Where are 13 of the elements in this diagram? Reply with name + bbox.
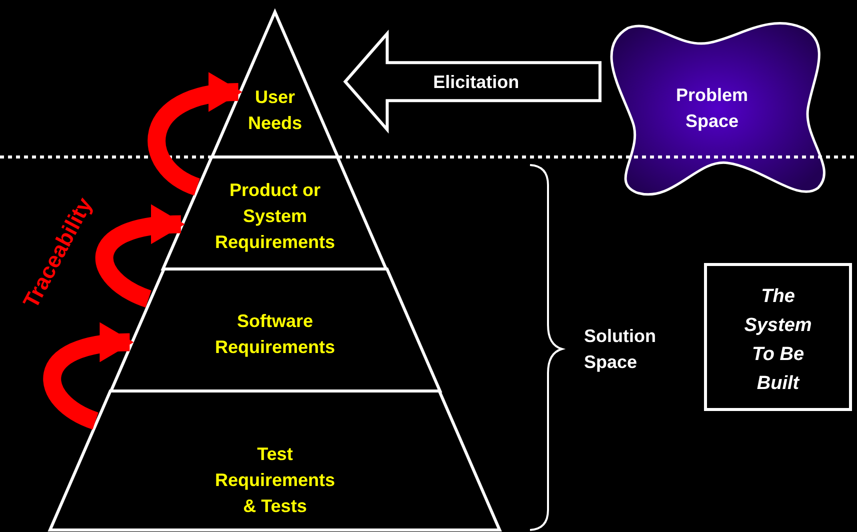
curved-arrow — [96, 206, 185, 308]
brace-label: Solution Space — [584, 325, 657, 374]
curved-arrow — [148, 74, 242, 196]
curved-arrow — [43, 324, 134, 430]
node-label: Product or System Requirements — [214, 179, 336, 254]
pyramid-tier — [50, 391, 500, 530]
outlined-box — [704, 263, 852, 411]
node-label: The System To Be Built — [743, 285, 813, 396]
node-label: Test Requirements & Tests — [214, 443, 336, 518]
pyramid-tier — [163, 157, 387, 269]
node-label: Software Requirements — [214, 310, 336, 359]
pyramid-tier — [110, 269, 440, 391]
node-label: Problem Space — [674, 84, 750, 133]
